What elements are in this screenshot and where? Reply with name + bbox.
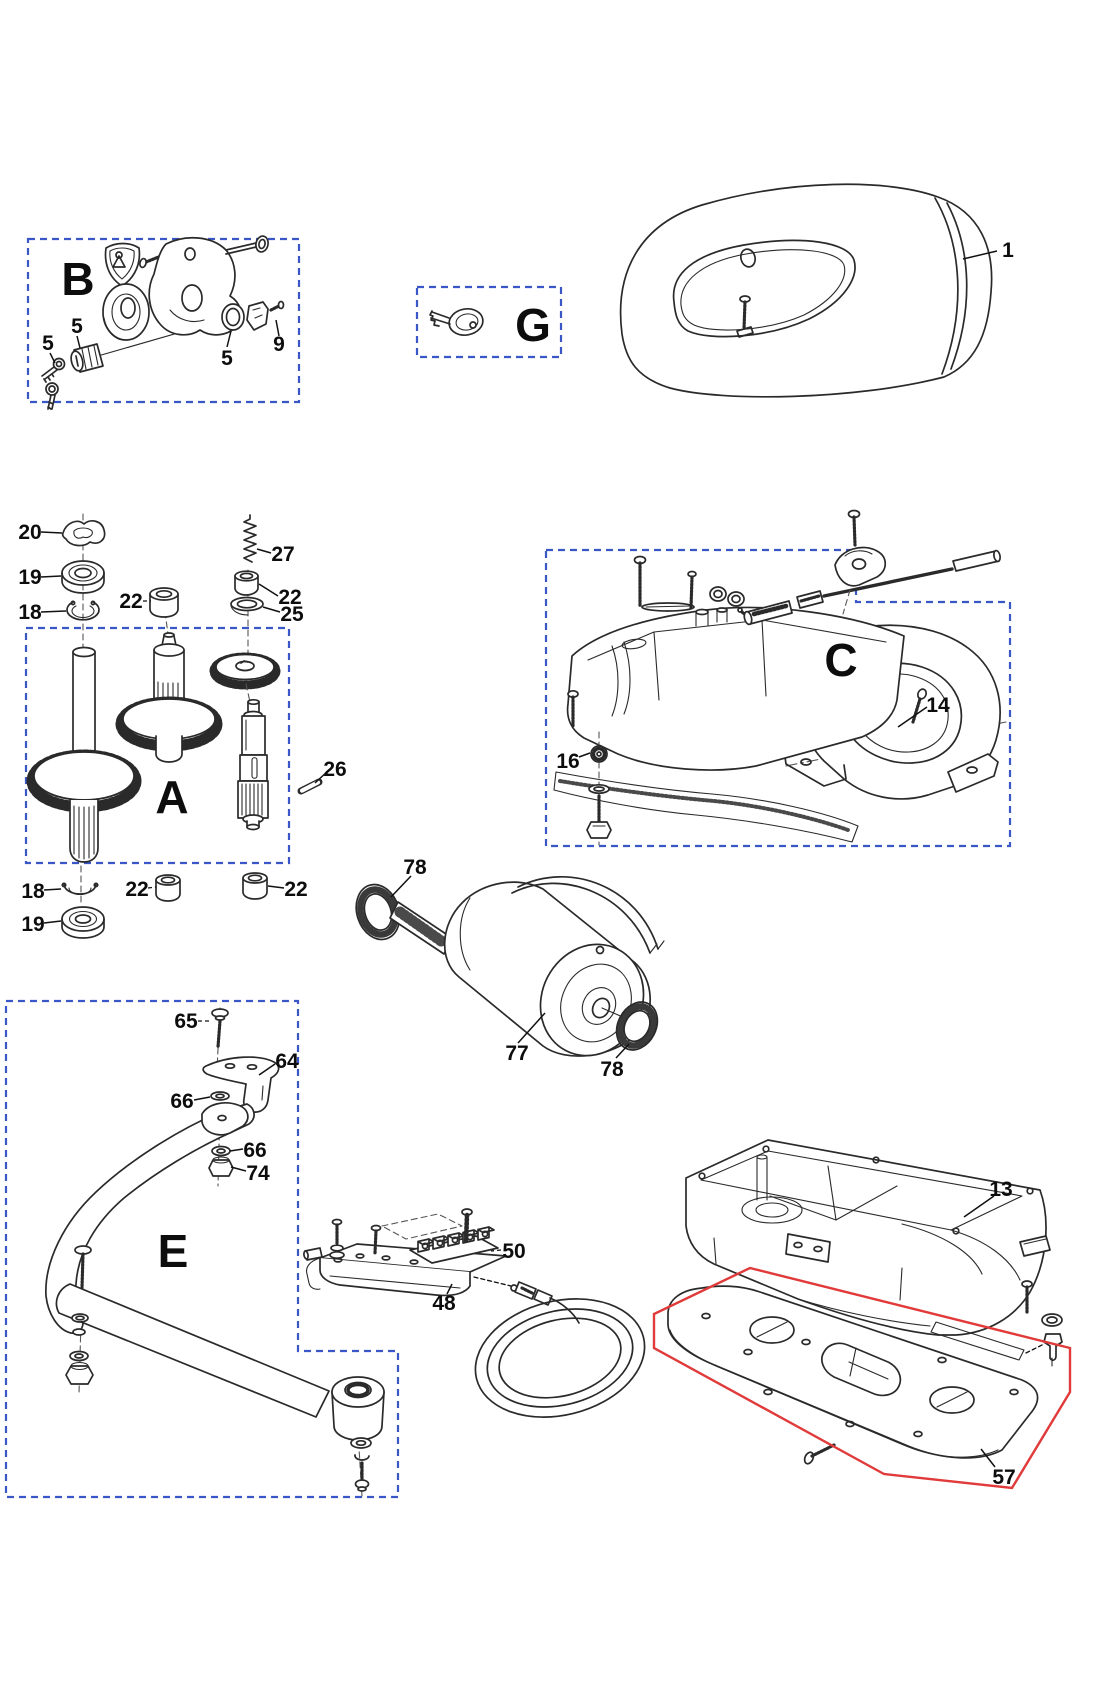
bushing-22-upper	[149, 587, 179, 635]
callout-22c: 22	[125, 878, 148, 901]
callout-13: 13	[989, 1178, 1012, 1201]
section-letter-c: C	[824, 634, 857, 686]
section-letters: B G A C E	[61, 253, 857, 1277]
callout-77: 77	[505, 1042, 528, 1065]
callout-5a: 5	[71, 315, 83, 338]
stack-27-22-25	[230, 514, 264, 655]
callout-19a: 19	[18, 566, 41, 589]
callout-57: 57	[992, 1466, 1015, 1489]
section-letter-a: A	[155, 771, 188, 823]
callout-18a: 18	[18, 601, 42, 624]
part-77-motor	[355, 875, 665, 1057]
part-57-highlight-outline	[652, 1266, 1072, 1490]
callout-66b: 66	[243, 1139, 266, 1162]
box-a-gear-train	[26, 632, 281, 863]
callout-64: 64	[275, 1050, 299, 1073]
section-letter-e: E	[158, 1225, 189, 1277]
stack-20-19-18	[61, 513, 106, 651]
callout-65: 65	[174, 1010, 198, 1033]
callout-78b: 78	[600, 1058, 624, 1081]
box-c-gearbox	[553, 509, 1007, 846]
callout-18b: 18	[21, 880, 45, 903]
callout-25: 25	[280, 603, 304, 626]
part-13-base-housing	[685, 1139, 1063, 1367]
callout-22d: 22	[284, 878, 307, 901]
box-a-outline	[24, 626, 291, 865]
callout-5c: 5	[221, 347, 233, 370]
callout-78a: 78	[403, 856, 427, 879]
callout-66a: 66	[170, 1090, 193, 1113]
section-boxes	[4, 237, 1012, 1499]
box-e-outline	[4, 999, 400, 1499]
callout-22b: 22	[278, 586, 301, 609]
callout-leaders	[40, 250, 998, 1468]
box-b-lock-assembly	[41, 235, 285, 410]
callout-9: 9	[273, 333, 285, 356]
callout-19b: 19	[21, 913, 44, 936]
callout-1: 1	[1002, 239, 1014, 262]
part-26-pin	[297, 778, 323, 795]
part-57-base-plate	[667, 1285, 1045, 1465]
part-48-50-terminal	[303, 1208, 646, 1418]
callout-5b: 5	[42, 332, 54, 355]
section-letter-g: G	[515, 299, 551, 351]
box-g-outline	[415, 285, 563, 359]
callout-20: 20	[18, 521, 41, 544]
part-number-callouts: 1 5 5 5 9 20 19 18 22 27 22 25 26 18 22 …	[18, 239, 1015, 1489]
callout-74: 74	[246, 1162, 270, 1185]
box-e-arm-assembly	[45, 1007, 385, 1497]
callout-48: 48	[432, 1292, 456, 1315]
callout-16: 16	[556, 750, 579, 773]
lower-bearing-row	[61, 865, 268, 939]
box-b-outline	[26, 237, 301, 404]
section-letter-b: B	[61, 253, 94, 305]
callout-22a: 22	[119, 590, 142, 613]
callout-50: 50	[502, 1240, 525, 1263]
part-1-top-cover	[619, 183, 993, 398]
box-g-key	[429, 308, 484, 336]
callout-14: 14	[926, 694, 950, 717]
callout-26: 26	[323, 758, 346, 781]
box-c-outline	[544, 548, 1012, 848]
callout-27: 27	[271, 543, 294, 566]
